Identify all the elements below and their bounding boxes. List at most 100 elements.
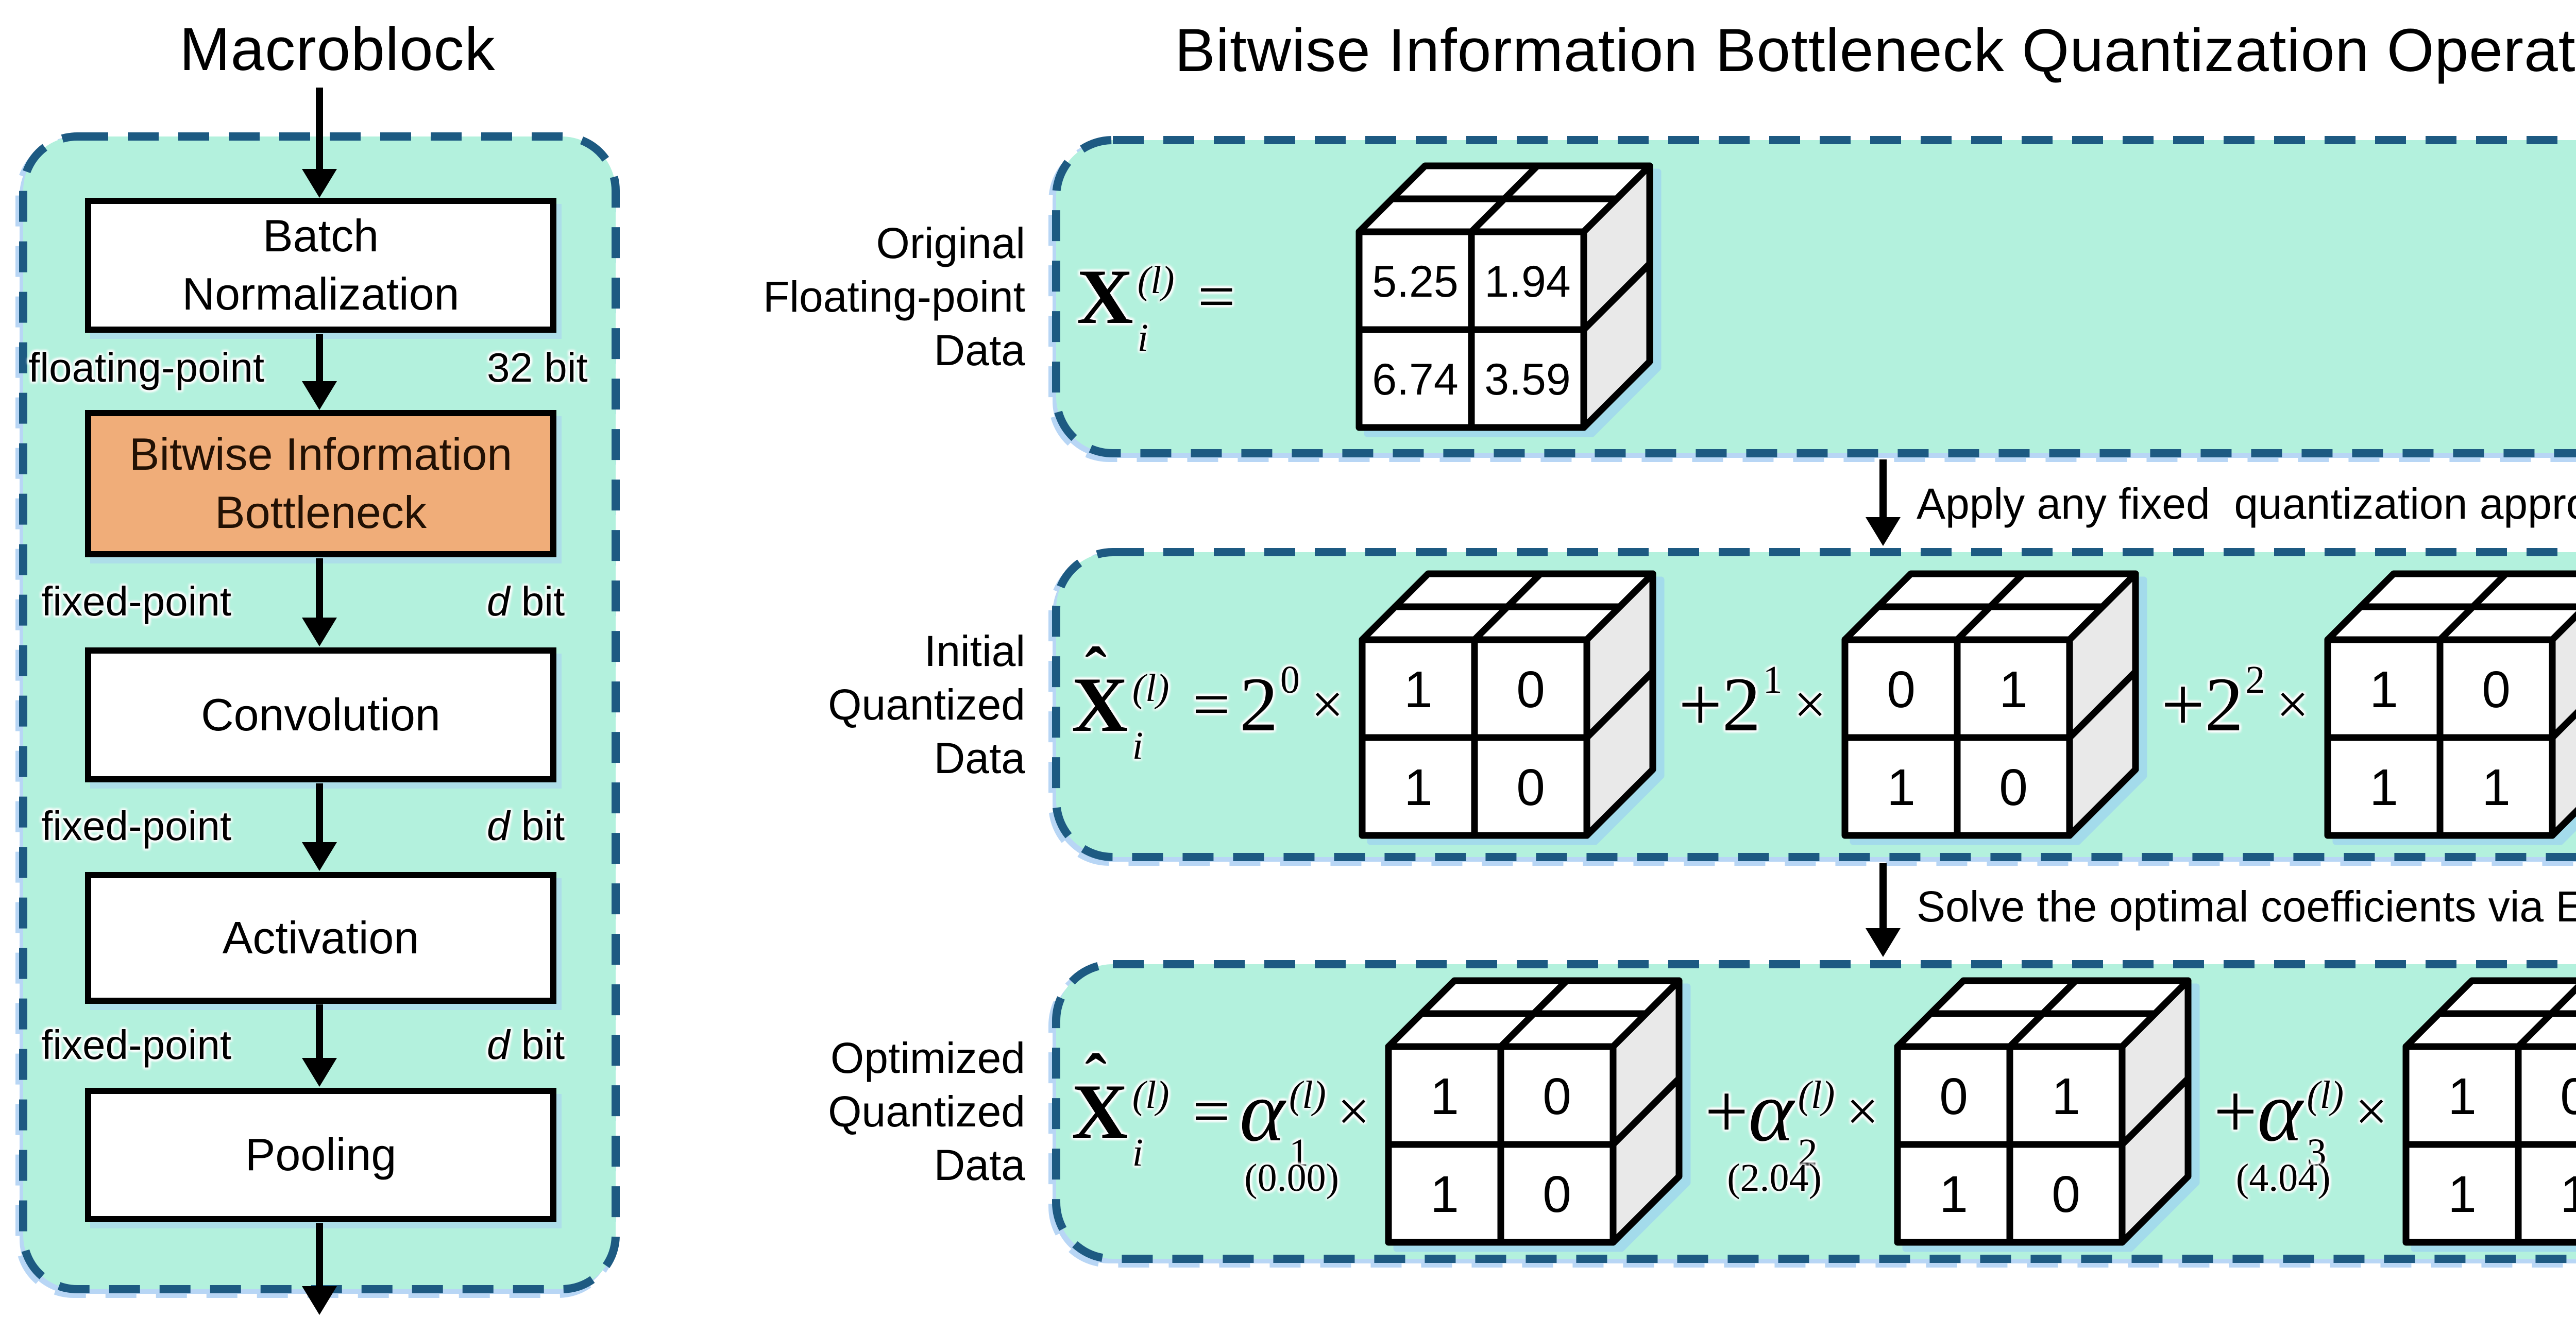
bit-width: d [487,803,510,849]
plus-sign: + [1679,662,1722,747]
row-label-original: Original Floating-point Data [763,218,1025,375]
svg-text:1: 1 [2561,1166,2576,1223]
svg-text:1: 1 [1430,1068,1459,1125]
equation-lead: ˆ X (l) i = [1072,639,1230,766]
arrow-caption-solve: Solve the optimal coefficients via Eq. 6 [1917,882,2576,931]
alpha-symbol: α [1239,1063,1285,1159]
alpha-term: α (l) 1 × (0.00) 1 0 1 0 [1240,976,1684,1247]
svg-text:0: 0 [1939,1068,1968,1125]
tensor-cube-bitplane2: 1 0 1 1 [2401,976,2576,1247]
down-arrow [316,558,323,618]
connector-right-label: 32 bit [487,344,588,391]
scripts: (l) i [1132,1075,1170,1172]
flow-box-batch-normalization: Batch Normalization [85,198,556,333]
alpha-coefficient: α (l) 1 × (0.00) [1239,1063,1370,1200]
connector-left-label: fixed-point [41,578,232,624]
svg-text:0: 0 [1543,1166,1571,1223]
connector-left-label: fixed-point [41,1022,232,1068]
bit-unit: bit [532,345,588,390]
down-arrow [1879,459,1887,517]
alpha-term: + α (l) 2 × (2.04) 0 1 1 0 [1705,976,2193,1247]
hat-accent: ˆ [1085,1042,1107,1114]
equals-sign: = [1192,1074,1230,1149]
svg-text:1: 1 [1430,1166,1459,1223]
connector-left-label: fixed-point [41,803,232,849]
superscript-layer: (l) [1132,1073,1170,1117]
svg-text:0: 0 [2482,661,2511,719]
row-initial-content: ˆ X (l) i = 2 0 × 1 0 1 0 [1051,547,2576,862]
tensor-symbol: X [1077,258,1133,336]
power-coefficient: + 2 1 × [1679,658,1826,747]
svg-text:1: 1 [1404,661,1433,719]
flow-box-label: Batch Normalization [182,210,460,319]
subscript-index: 2 [1798,1131,1818,1174]
subscript-index: 1 [1289,1131,1309,1174]
row-original-content: X (l) i = 5.25 1.94 6.74 3.59 [1051,135,2576,458]
svg-text:1: 1 [1887,759,1916,816]
plus-sign: + [1704,1069,1749,1154]
tensor-symbol: ˆ X [1072,639,1128,744]
row-label-optimized: Optimized Quantized Data [828,1033,1025,1190]
right-title: Bitwise Information Bottleneck Quantizat… [1175,16,2576,84]
power-exponent: 0 [1280,658,1300,702]
connector-right-label: d bit [487,578,565,625]
down-arrow [316,783,323,842]
bit-width: d [487,578,510,624]
power-exponent: 2 [2245,658,2265,702]
scripts: (l) 2 [1798,1075,1835,1172]
svg-text:1: 1 [2448,1166,2477,1223]
tensor-cube-bitplane2: 1 0 1 1 [2323,569,2576,841]
flow-box-convolution: Convolution [85,647,556,782]
superscript-layer: (l) [2307,1073,2344,1117]
subscript-index: i [1132,1131,1143,1174]
connector-left-label: floating-point [28,345,265,390]
flow-box-activation: Activation [85,872,556,1004]
subscript-index: i [1132,724,1143,767]
row-label-initial: Initial Quantized Data [828,626,1025,783]
plus-sign: + [2213,1069,2258,1154]
multiply-sign: × [1311,672,1344,737]
plus-sign: + [2161,662,2205,747]
alpha-symbol: α [1748,1063,1794,1159]
coefficient-value: (4.04) [2235,1156,2331,1200]
arrow-caption-quantize: Apply any fixed quantization approach [1917,480,2576,528]
x-symbol: X [1077,253,1133,340]
multiply-sign: × [2276,672,2309,737]
svg-text:1: 1 [2052,1068,2080,1125]
svg-text:0: 0 [1516,661,1545,719]
power-exponent: 1 [1762,658,1783,702]
superscript-layer: (l) [1289,1073,1326,1117]
scripts: (l) i [1138,261,1175,357]
svg-text:0: 0 [2052,1166,2080,1223]
power-coefficient: 2 0 × [1239,658,1344,747]
down-arrow [316,334,323,381]
flow-box-pooling: Pooling [85,1088,556,1222]
connector-right-label: d bit [487,1021,565,1069]
svg-text:3.59: 3.59 [1484,355,1570,404]
svg-text:1: 1 [2369,661,2398,719]
scripts: (l) 3 [2307,1075,2344,1172]
power-base: 2 [1239,662,1278,747]
bit-unit: bit [510,803,565,849]
connector-right-label: d bit [487,802,565,850]
bit-width: d [487,1022,510,1068]
svg-text:1: 1 [2369,759,2398,816]
down-arrow [316,88,323,169]
svg-text:1: 1 [1999,661,2028,719]
bitplane-term: + 2 1 × 0 1 1 0 [1679,569,2141,841]
subscript-index: i [1137,316,1148,360]
alpha-symbol: α [2257,1063,2303,1159]
bit-unit: bit [510,578,565,624]
superscript-layer: (l) [1137,259,1175,302]
flow-box-label: Bitwise Information Bottleneck [129,429,513,538]
x-symbol: X [1072,1068,1128,1155]
flow-box-label: Convolution [201,689,440,740]
svg-text:1: 1 [2448,1068,2477,1125]
tensor-symbol: ˆ X [1072,1046,1128,1151]
equals-sign: = [1197,260,1235,334]
hat-accent: ˆ [1085,635,1107,707]
power-base: 2 [1722,662,1761,747]
row-optimized-content: ˆ X (l) i = α (l) 1 × (0.00) [1051,959,2576,1264]
superscript-layer: (l) [1798,1073,1835,1117]
